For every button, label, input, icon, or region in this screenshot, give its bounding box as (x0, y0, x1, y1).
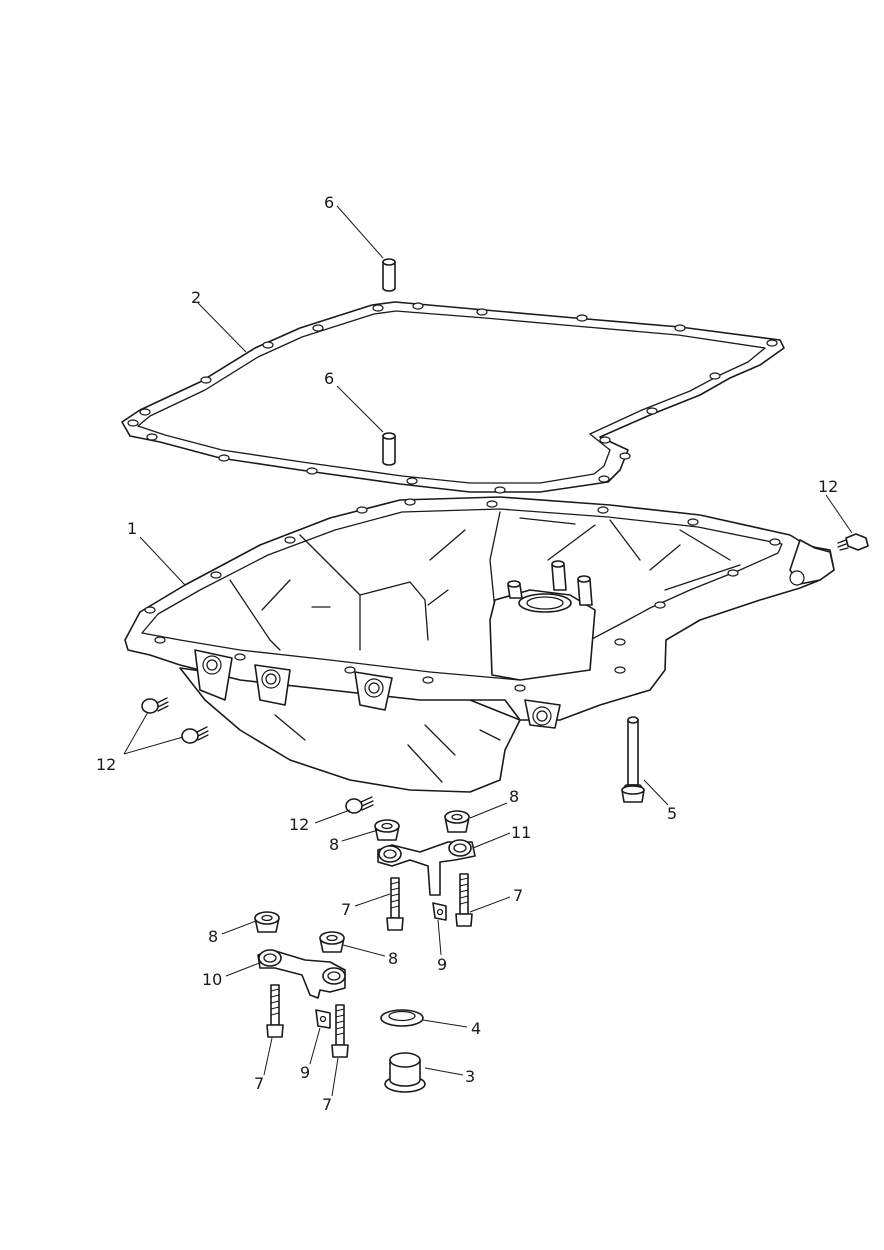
callout-5: 5 (667, 804, 677, 823)
bolt-upper-left (386, 877, 404, 931)
sealing-washer (380, 1009, 424, 1027)
bracket-lower (257, 949, 346, 999)
callout-labels: 6 2 6 12 1 12 5 8 12 8 11 7 7 9 8 8 10 4… (96, 193, 838, 1114)
dowel-pin-upper (382, 258, 396, 292)
drain-plug (384, 1052, 426, 1093)
clip-lower (315, 1009, 331, 1029)
callout-7-upper-left: 7 (341, 900, 351, 919)
callout-12-right: 12 (818, 477, 838, 496)
screw-middle (345, 796, 374, 814)
bracket-upper (377, 839, 476, 896)
callout-12-middle: 12 (289, 815, 309, 834)
screw-left-lower (181, 726, 209, 744)
grommet-2 (374, 819, 400, 841)
callout-9-lower: 9 (300, 1063, 310, 1082)
callout-6-lower: 6 (324, 369, 334, 388)
bolt-lower-right (331, 1004, 349, 1058)
callout-1: 1 (127, 519, 137, 538)
clip-upper (432, 902, 447, 921)
screw-right (837, 533, 869, 551)
grommet-4 (319, 931, 345, 953)
bolt-upper-right (455, 873, 473, 927)
oil-sump (124, 496, 835, 793)
callout-6-upper: 6 (324, 193, 334, 212)
grommet-1 (444, 810, 470, 833)
screw-left-upper (141, 697, 169, 714)
callout-8-lower-left: 8 (208, 927, 218, 946)
grommet-3 (254, 911, 280, 933)
dowel-pin-lower (382, 432, 396, 466)
callout-8-top-right: 8 (509, 787, 519, 806)
callout-10: 10 (202, 970, 222, 989)
callout-11: 11 (511, 823, 531, 842)
leader-lines (123, 205, 853, 1097)
sump-gasket (121, 301, 785, 494)
callout-7-lower-right: 7 (322, 1095, 332, 1114)
callout-7-upper-right: 7 (513, 886, 523, 905)
callout-3: 3 (465, 1067, 475, 1086)
sump-bolt (621, 716, 645, 803)
callout-8-top-left: 8 (329, 835, 339, 854)
callout-4: 4 (471, 1019, 481, 1038)
callout-7-lower-left: 7 (254, 1074, 264, 1093)
bolt-lower-left (266, 984, 284, 1038)
callout-9-upper: 9 (437, 955, 447, 974)
callout-12-left: 12 (96, 755, 116, 774)
callout-8-lower-right: 8 (388, 949, 398, 968)
callout-2: 2 (191, 288, 201, 307)
